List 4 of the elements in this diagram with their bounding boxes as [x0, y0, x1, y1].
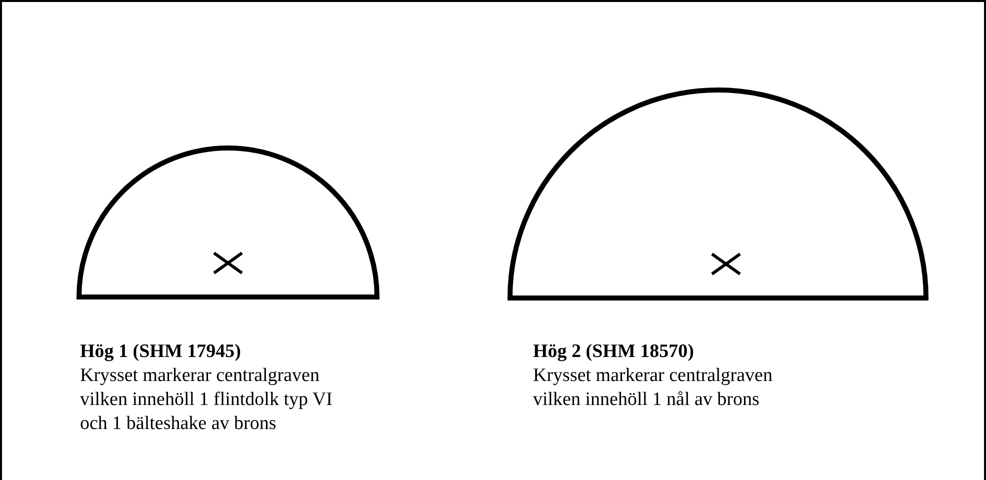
mound-description: Krysset markerar centralgraven vilken innehöll 1 flintdolk typ VI och 1 bälteshake av brons — [80, 364, 334, 436]
mound-title: Hög 2 (SHM 18570) — [533, 340, 695, 364]
mound-description: Krysset markerar centralgraven vilken innehöll 1 nål av brons — [533, 364, 774, 412]
mound-title: Hög 1 (SHM 17945) — [80, 340, 242, 364]
